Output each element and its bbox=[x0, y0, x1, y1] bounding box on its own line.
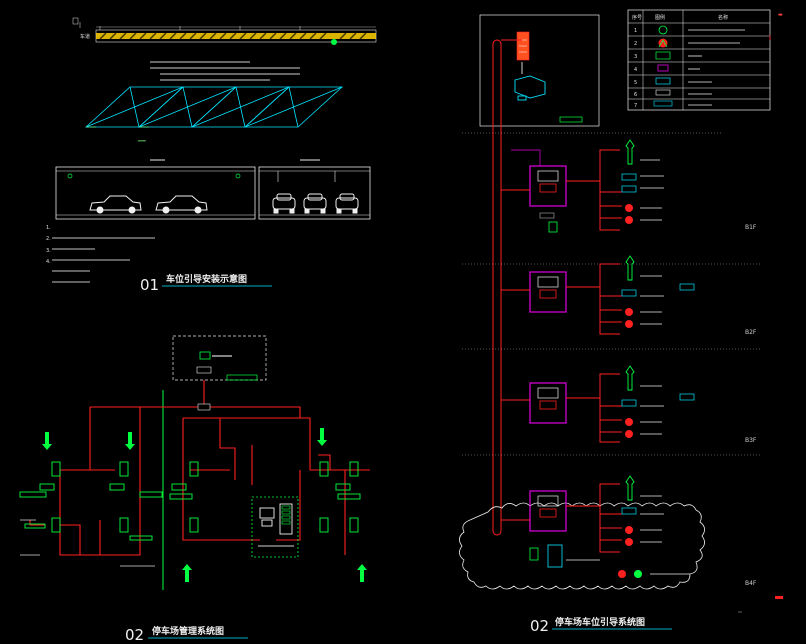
svg-text:6: 6 bbox=[634, 92, 637, 98]
camera-icon bbox=[658, 25, 668, 35]
zone-controller bbox=[529, 382, 567, 424]
road-label: 车道 bbox=[80, 33, 90, 40]
legend-header-no: 序号 bbox=[632, 14, 642, 21]
car-icon bbox=[155, 195, 208, 214]
server-room-box bbox=[251, 496, 299, 558]
panel-02-right-title: 停车场车位引导系统图 bbox=[555, 616, 645, 628]
svg-text:1: 1 bbox=[634, 28, 637, 34]
monitor-icon bbox=[199, 351, 232, 360]
install-notes: 1. 2. 3. 4. bbox=[46, 225, 155, 283]
panel-01-number: 01 bbox=[140, 276, 159, 294]
svg-text:3.: 3. bbox=[46, 248, 51, 254]
parking-bay-grid bbox=[84, 86, 344, 128]
sensor-marker bbox=[331, 39, 337, 45]
floor-b2f-group: B2F bbox=[501, 255, 757, 336]
elevation-section bbox=[55, 159, 371, 220]
svg-text:2.: 2. bbox=[46, 236, 51, 242]
svg-text:4.: 4. bbox=[46, 259, 51, 265]
arrow-up-icon bbox=[182, 564, 367, 582]
svg-text:2: 2 bbox=[634, 41, 637, 47]
car-icon bbox=[272, 193, 296, 214]
lane-hatch bbox=[96, 33, 376, 39]
arrow-down-icon bbox=[42, 428, 327, 450]
legend-table: 序号 图例 名称 1 2 3 4 5 6 7 ▬ bbox=[627, 9, 783, 111]
zone-controller bbox=[529, 490, 567, 532]
panel-02-guidance-system: B1F B2F bbox=[459, 14, 762, 635]
monitor-icon bbox=[514, 75, 546, 101]
svg-text:7: 7 bbox=[634, 103, 637, 109]
floor-b4f-group: B4F bbox=[459, 475, 757, 590]
floor-label-b1f: B1F bbox=[745, 224, 757, 231]
zone-controller bbox=[529, 165, 567, 207]
revision-cloud bbox=[459, 502, 705, 590]
svg-text:▁▁: ▁▁ bbox=[137, 136, 146, 142]
legend-header-name: 名称 bbox=[718, 14, 728, 21]
panel-02-management-system: 02 停车场管理系统图 bbox=[19, 335, 370, 644]
svg-text:▬: ▬ bbox=[778, 12, 783, 18]
panel-02-left-title: 停车场管理系统图 bbox=[152, 625, 224, 637]
control-room-box bbox=[172, 335, 267, 381]
svg-text:5: 5 bbox=[634, 80, 637, 86]
server-icon bbox=[259, 503, 293, 535]
floor-b3f-group: B3F bbox=[501, 365, 757, 444]
server-icon bbox=[516, 31, 530, 61]
car-icon bbox=[335, 193, 359, 214]
zone-controller bbox=[529, 271, 567, 313]
floor-b1f-group: B1F bbox=[501, 139, 757, 233]
panel-01-install-diagram: 车道 bbox=[46, 22, 377, 294]
floor-label-b4f: B4F bbox=[745, 580, 757, 587]
panel-02-left-number: 02 bbox=[125, 626, 144, 644]
floor-label-b3f: B3F bbox=[745, 437, 757, 444]
floor-label-b2f: B2F bbox=[745, 329, 757, 336]
guidance-control-room bbox=[479, 14, 600, 127]
svg-text:1.: 1. bbox=[46, 225, 51, 231]
panel-02-right-number: 02 bbox=[530, 617, 549, 635]
network-cable bbox=[29, 380, 370, 556]
svg-text:4: 4 bbox=[634, 67, 637, 73]
legend-header-symbol: 图例 bbox=[655, 14, 665, 21]
panel-01-title: 车位引导安装示意图 bbox=[166, 273, 247, 285]
barrier-gate-icon bbox=[19, 461, 361, 541]
car-icon bbox=[303, 193, 327, 214]
car-icon bbox=[89, 195, 142, 214]
riser-cable bbox=[492, 39, 522, 536]
svg-text:3: 3 bbox=[634, 54, 637, 60]
